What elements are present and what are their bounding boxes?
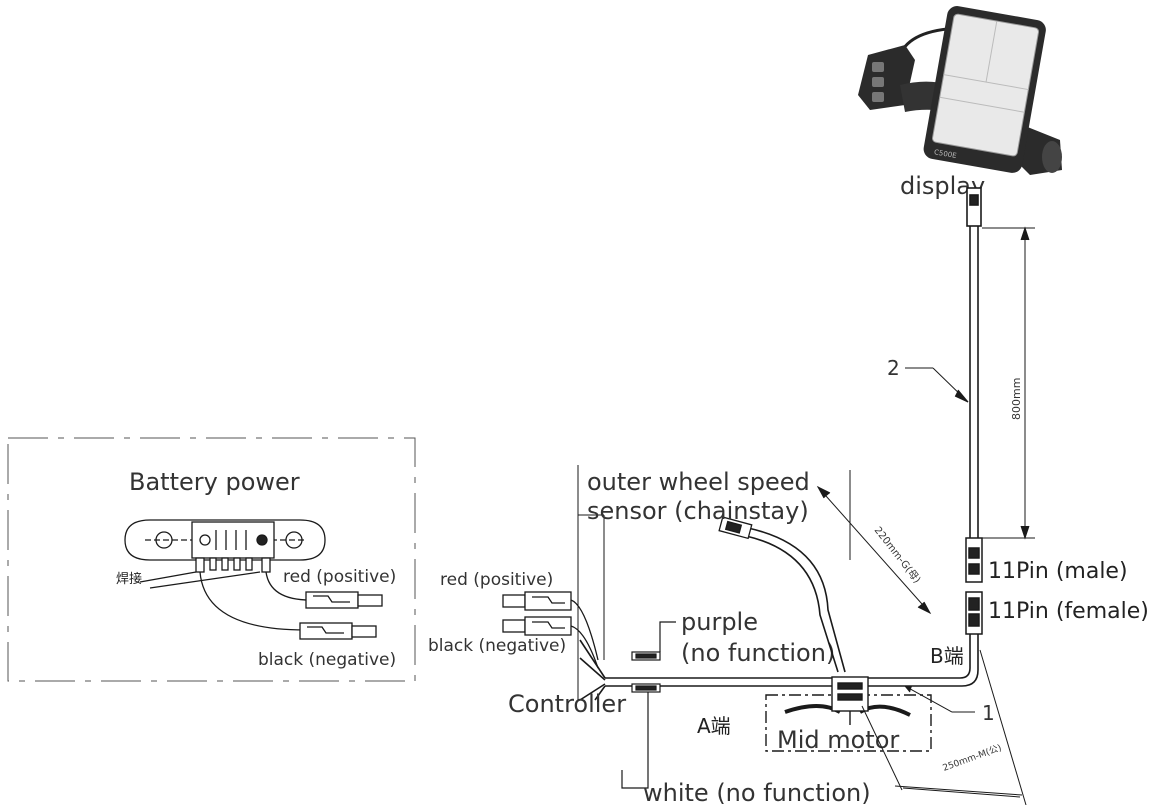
end-b-label: B端 (930, 644, 964, 668)
callout-1-leader (903, 685, 975, 713)
controller-input-wires (570, 599, 599, 669)
dimension-250mm (861, 649, 1027, 805)
dimension-800mm (982, 226, 1035, 540)
battery-solder-label: 焊接 (116, 571, 142, 587)
display-cable (966, 187, 982, 538)
controller-black-connector (502, 616, 572, 636)
controller-label: Controller (508, 690, 626, 718)
battery-red-connector (305, 591, 383, 609)
white-wire-connector (631, 683, 661, 693)
battery-black-label: black (negative) (258, 650, 396, 670)
battery-black-connector (299, 622, 377, 640)
connector-11pin-male (965, 537, 983, 583)
outer-wheel-speed-label-line2: sensor (chainstay) (587, 497, 809, 525)
dimension-250mm-label: 250mm-M(公) (941, 742, 1003, 773)
purple-label: purple (681, 608, 758, 636)
speed-sensor-connector (718, 516, 753, 540)
sensor-leader-lines (577, 465, 605, 700)
controller-black-label: black (negative) (428, 636, 566, 656)
mid-motor-illustration (765, 676, 932, 752)
pin-male-label: 11Pin (male) (988, 559, 1128, 584)
end-a-label: A端 (697, 714, 731, 738)
display-unit-illustration: C500E (858, 6, 1062, 175)
white-label: white (no function) (643, 779, 871, 805)
purple-no-function-label: (no function) (681, 639, 835, 667)
purple-wire-connector (631, 651, 661, 661)
callout-2: 2 (887, 356, 900, 380)
mid-motor-label: Mid motor (777, 726, 899, 754)
display-logo: C500E (933, 148, 957, 160)
dimension-800mm-label: 800mm (1010, 378, 1023, 420)
connector-11pin-female (965, 591, 983, 635)
controller-red-label: red (positive) (440, 570, 553, 590)
battery-power-title: Battery power (129, 468, 300, 496)
controller-red-connector (502, 591, 572, 611)
battery-wires (139, 571, 311, 631)
pin-female-label: 11Pin (female) (988, 599, 1149, 624)
callout-1: 1 (982, 701, 995, 725)
battery-red-label: red (positive) (283, 567, 396, 587)
speed-sensor-cable (745, 527, 846, 673)
outer-wheel-speed-label-line1: outer wheel speed (587, 468, 810, 496)
dimension-220mm (816, 470, 932, 615)
callout-2-leader (905, 367, 969, 403)
main-harness-cable (579, 634, 979, 701)
battery-power-frame (7, 437, 416, 682)
battery-terminal-block (124, 519, 326, 573)
purple-white-leaders (621, 621, 676, 789)
